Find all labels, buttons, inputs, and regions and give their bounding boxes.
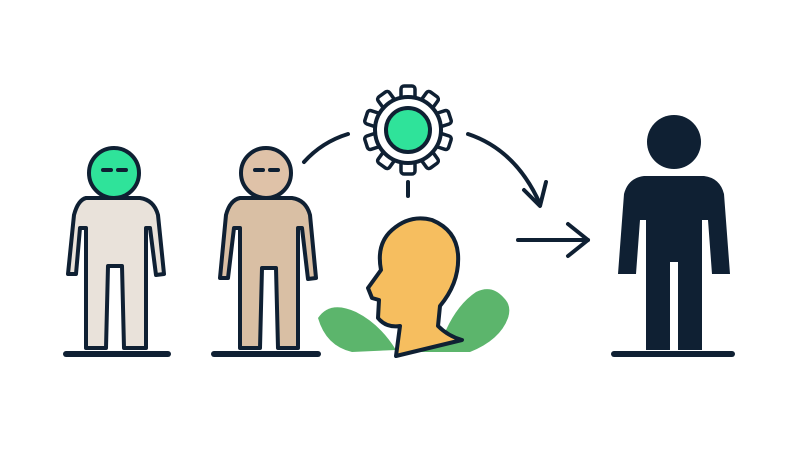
right-arrow-icon [516,222,590,258]
person-figure-2 [211,146,321,357]
connector-line [302,132,350,164]
head-profile-icon [318,216,510,358]
curved-arrow-icon [466,132,548,208]
person-figure-1 [63,146,171,357]
person-figure-3 [611,115,735,357]
gear-icon [363,84,453,176]
